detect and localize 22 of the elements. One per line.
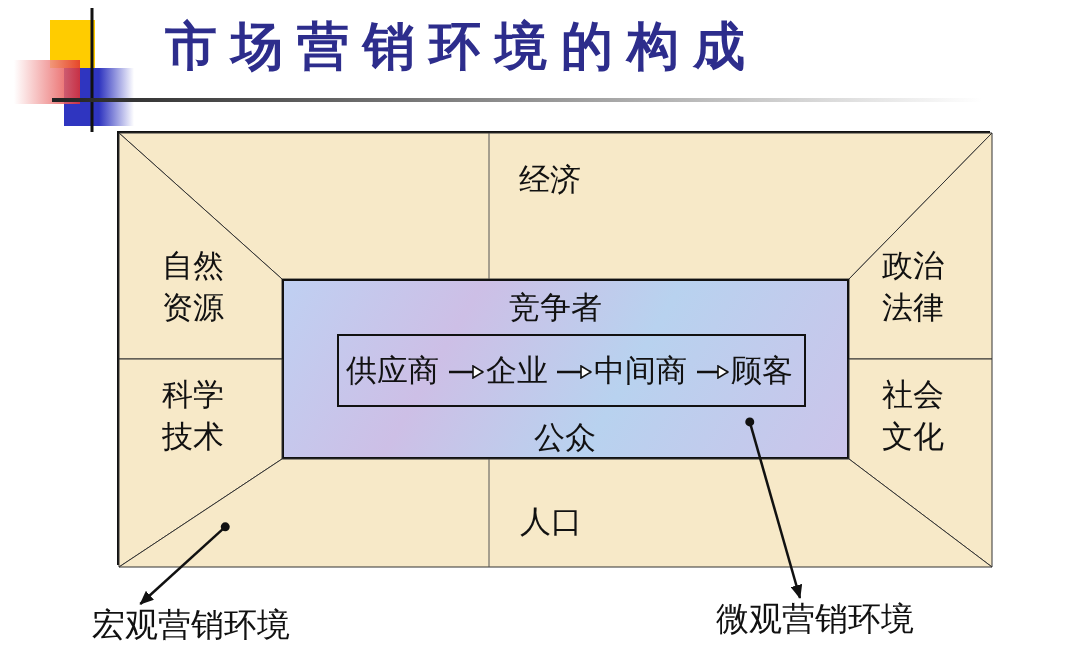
region-label: 科学技术 [162, 376, 225, 456]
region-label: 中间商 [594, 352, 687, 390]
region-label: 竞争者 [509, 289, 602, 327]
arrow [557, 365, 592, 379]
callout-label: 宏观营销环境 [92, 606, 290, 645]
region-label: 经济 [519, 161, 581, 199]
region-label: 供应商 [346, 352, 439, 390]
arrow [449, 365, 484, 379]
inner-panel [282, 279, 849, 459]
chain-frame [337, 334, 806, 407]
callout-label: 微观营销环境 [716, 600, 914, 639]
region-label: 顾客 [731, 352, 793, 390]
region-label: 公众 [534, 419, 596, 457]
region-label: 自然资源 [162, 247, 225, 327]
arrow [697, 365, 729, 379]
region-label: 人口 [520, 503, 582, 541]
region-label: 企业 [486, 352, 548, 390]
title: 市场营销环境的构成 [165, 14, 759, 78]
leader-line [745, 417, 803, 599]
region-label: 政治法律 [882, 247, 945, 327]
leader-line [139, 522, 230, 605]
region-label: 社会文化 [882, 376, 945, 456]
